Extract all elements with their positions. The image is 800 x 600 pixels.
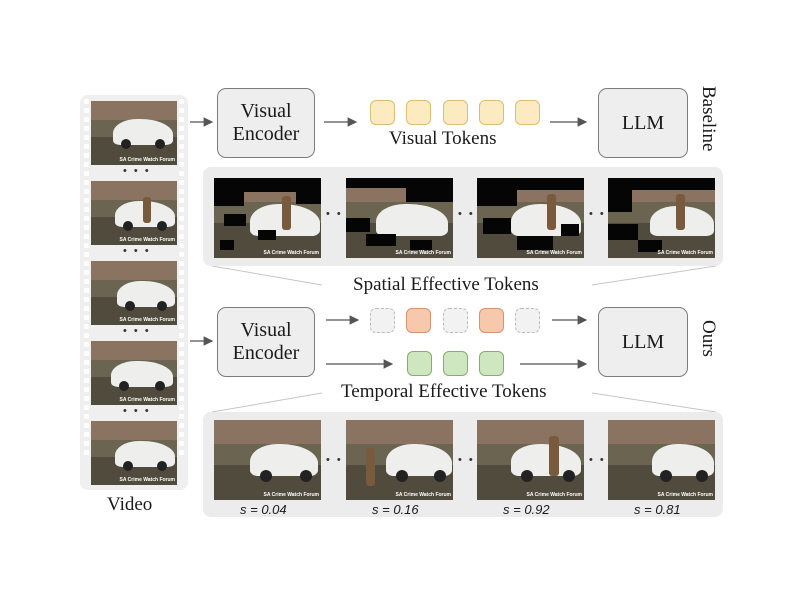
ellipsis: • • • [123, 245, 151, 257]
video-frame: SA Crime Watch Forum [91, 101, 177, 165]
ours-side-label: Ours [698, 320, 719, 357]
baseline-visual-encoder-label: Visual Encoder [232, 100, 300, 145]
temporal-frame: SA Crime Watch Forum [214, 420, 321, 500]
visual-token [406, 100, 431, 125]
ellipsis: • • • [123, 165, 151, 177]
film-perforations-right [179, 99, 184, 486]
frame-score: s = 0.16 [372, 502, 419, 517]
temporal-panel-callout-left [211, 392, 323, 413]
watermark-text: SA Crime Watch Forum [119, 237, 175, 243]
frame-score: s = 0.81 [634, 502, 681, 517]
temporal-effective-tokens-label: Temporal Effective Tokens [341, 381, 547, 402]
temporal-frame: SA Crime Watch Forum [608, 420, 715, 500]
video-frame: SA Crime Watch Forum [91, 261, 177, 325]
spatial-token-kept [406, 308, 431, 333]
visual-token [370, 100, 395, 125]
visual-token [515, 100, 540, 125]
video-filmstrip: SA Crime Watch Forum • • • SA Crime Watc… [80, 95, 188, 490]
video-frame: SA Crime Watch Forum [91, 181, 177, 245]
ours-visual-encoder-label: Visual Encoder [232, 319, 300, 364]
spatial-panel-callout-left [211, 265, 323, 286]
temporal-token [479, 351, 504, 376]
watermark-text: SA Crime Watch Forum [657, 492, 713, 498]
visual-tokens-label: Visual Tokens [389, 128, 497, 149]
watermark-text: SA Crime Watch Forum [395, 250, 451, 256]
watermark-text: SA Crime Watch Forum [119, 397, 175, 403]
visual-token [479, 100, 504, 125]
ellipsis: • • • [123, 325, 151, 337]
frame-score: s = 0.92 [503, 502, 550, 517]
temporal-token [407, 351, 432, 376]
temporal-panel-callout-right [591, 392, 717, 413]
video-frame: SA Crime Watch Forum [91, 341, 177, 405]
film-perforations-left [84, 99, 89, 486]
temporal-token [443, 351, 468, 376]
video-label: Video [107, 494, 153, 515]
ours-visual-encoder-box: Visual Encoder [217, 307, 315, 377]
spatial-token-kept [479, 308, 504, 333]
watermark-text: SA Crime Watch Forum [657, 250, 713, 256]
watermark-text: SA Crime Watch Forum [119, 317, 175, 323]
baseline-side-label: Baseline [698, 86, 719, 152]
watermark-text: SA Crime Watch Forum [526, 250, 582, 256]
spatial-token-dropped [515, 308, 540, 333]
temporal-frame: SA Crime Watch Forum [477, 420, 584, 500]
spatial-masked-frame: SA Crime Watch Forum [214, 178, 321, 258]
baseline-llm-label: LLM [621, 111, 665, 134]
spatial-masked-frame: SA Crime Watch Forum [346, 178, 453, 258]
spatial-masked-frame: SA Crime Watch Forum [608, 178, 715, 258]
video-frame: SA Crime Watch Forum [91, 421, 177, 485]
spatial-masked-frame: SA Crime Watch Forum [477, 178, 584, 258]
spatial-panel-callout-right [591, 265, 717, 286]
ours-llm-box: LLM [598, 307, 688, 377]
baseline-visual-encoder-box: Visual Encoder [217, 88, 315, 158]
ours-llm-label: LLM [621, 330, 665, 353]
ellipsis: • • • [326, 208, 354, 220]
visual-token [443, 100, 468, 125]
baseline-llm-box: LLM [598, 88, 688, 158]
ellipsis: • • • [123, 405, 151, 417]
watermark-text: SA Crime Watch Forum [119, 157, 175, 163]
spatial-token-dropped [370, 308, 395, 333]
temporal-frame: SA Crime Watch Forum [346, 420, 453, 500]
spatial-effective-tokens-label: Spatial Effective Tokens [353, 274, 539, 295]
watermark-text: SA Crime Watch Forum [395, 492, 451, 498]
watermark-text: SA Crime Watch Forum [526, 492, 582, 498]
watermark-text: SA Crime Watch Forum [119, 477, 175, 483]
watermark-text: SA Crime Watch Forum [263, 250, 319, 256]
spatial-token-dropped [443, 308, 468, 333]
frame-score: s = 0.04 [240, 502, 287, 517]
ellipsis: • • • [326, 454, 354, 466]
watermark-text: SA Crime Watch Forum [263, 492, 319, 498]
